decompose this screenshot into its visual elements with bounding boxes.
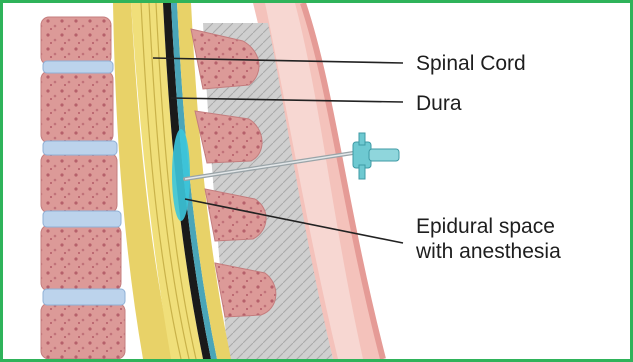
label-spinal-cord: Spinal Cord bbox=[416, 51, 526, 76]
spine-illustration bbox=[3, 3, 630, 359]
label-epidural-line1: Epidural space bbox=[416, 214, 561, 239]
anesthesia-bolus bbox=[172, 129, 190, 221]
label-epidural-line2: with anesthesia bbox=[416, 239, 561, 264]
label-epidural-space: Epidural space with anesthesia bbox=[416, 214, 561, 264]
label-dura: Dura bbox=[416, 91, 462, 116]
